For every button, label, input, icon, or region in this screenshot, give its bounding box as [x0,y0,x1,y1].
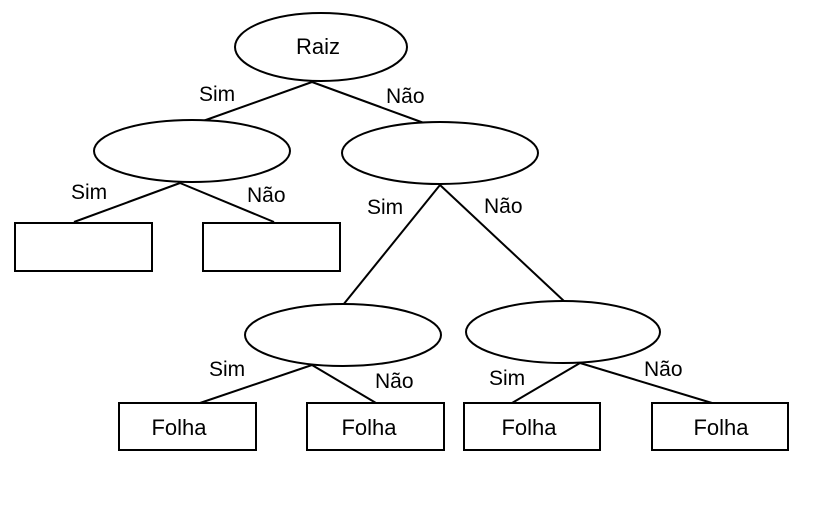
tree-edges [73,81,713,404]
edge-label-no-rr: Não [644,358,683,381]
leaf-label-2: Folha [341,415,397,440]
leaf-box-3 [463,402,601,451]
leaf-node-4: Folha [651,402,789,451]
edge-left-rightleaf [179,182,275,223]
decision-node-right-right [465,300,661,364]
leaf-box-4 [651,402,789,451]
edge-root-left [202,81,313,122]
edge-right-rightchild [439,184,566,303]
edge-rl-leaf1 [199,364,313,404]
leaf-node-2: Folha [306,402,445,451]
leaf-box-2 [306,402,445,451]
root-ellipse [234,12,408,82]
edge-rl-leaf2 [311,364,377,404]
leaf-node-1: Folha [118,402,257,451]
decision-node-right [341,121,539,185]
edge-rr-leaf4 [579,362,713,404]
edge-label-no-right: Não [484,195,523,218]
leaf-box-1 [118,402,257,451]
leaf-label-1: Folha [151,415,207,440]
leaf-node-3: Folha [463,402,601,451]
edge-label-yes-left: Sim [71,181,107,204]
root-label: Raiz [296,34,340,59]
edge-label-no-rl: Não [375,370,414,393]
leaf-label-3: Folha [501,415,557,440]
edge-label-yes-rl: Sim [209,358,245,381]
edge-rr-leaf3 [511,362,581,404]
edge-label-no-root: Não [386,85,425,108]
leaf-label-4: Folha [693,415,749,440]
edge-left-leftleaf [73,182,181,223]
leaf-box-empty-2 [202,222,341,272]
leaf-box-empty-1 [14,222,153,272]
decision-node-left [93,119,291,183]
edge-label-yes-rr: Sim [489,367,525,390]
edge-root-right [311,81,425,124]
edge-right-leftchild [342,184,441,306]
root-node: Raiz [234,12,408,82]
edge-label-yes-root: Sim [199,83,235,106]
edge-label-yes-right: Sim [367,196,403,219]
decision-node-right-left [244,303,442,367]
edge-label-no-left: Não [247,184,286,207]
